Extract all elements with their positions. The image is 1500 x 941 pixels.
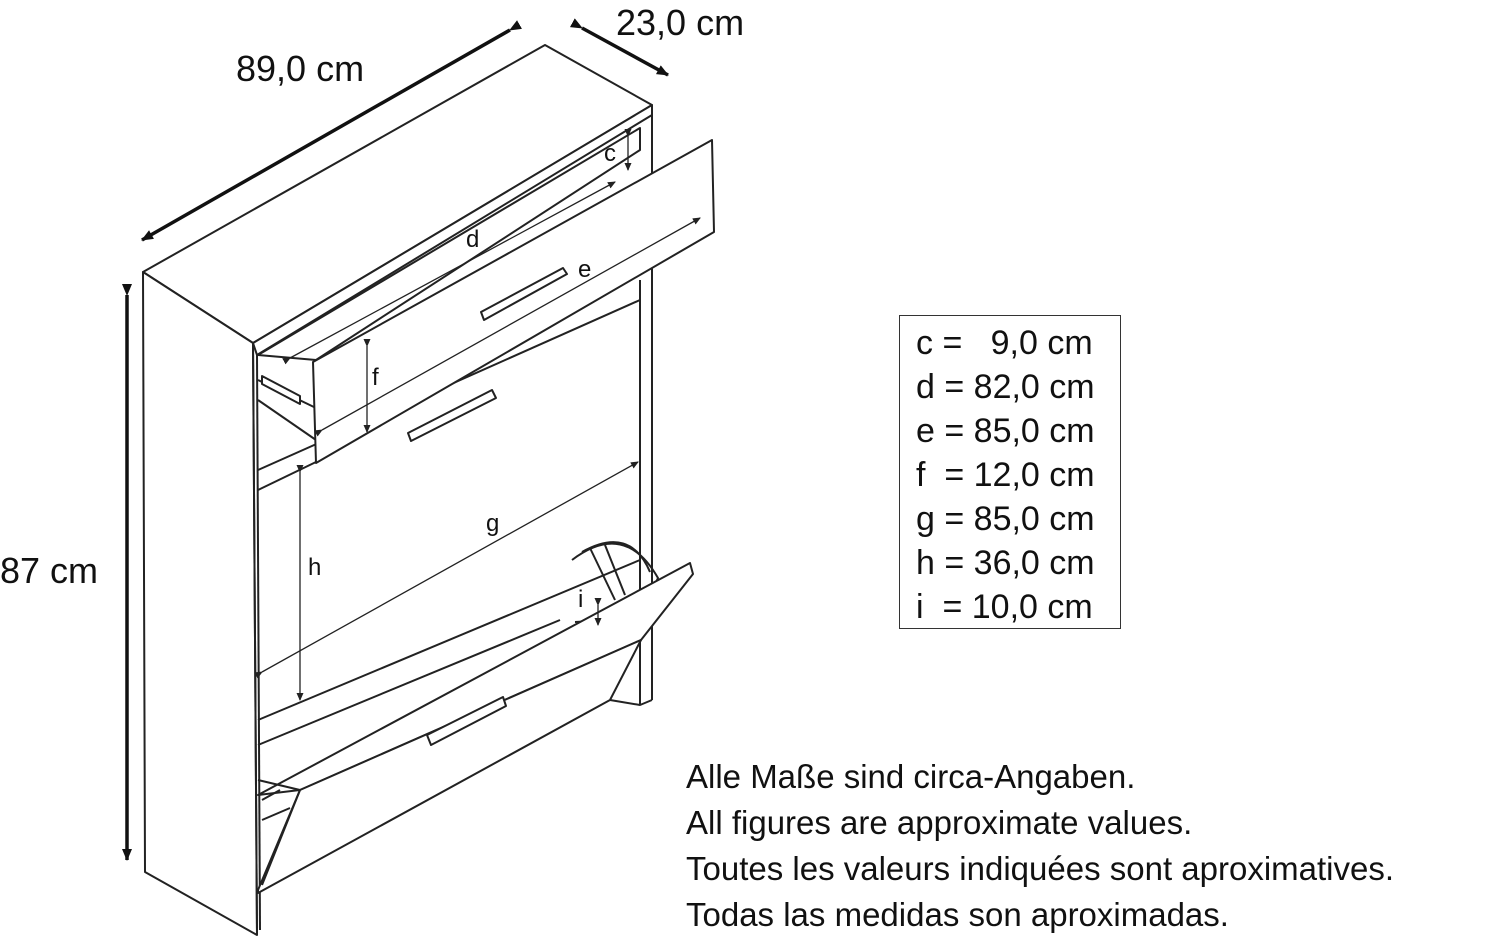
flap-handle-lower: [426, 696, 507, 746]
legend-row-c: c = 9,0 cm: [916, 324, 1093, 362]
measure-g: [254, 461, 639, 679]
letter-e: e: [578, 256, 592, 283]
legend-row-e: e = 85,0 cm: [916, 412, 1095, 450]
note-french: Toutes les valeurs indiquées sont aproxi…: [686, 850, 1395, 887]
cabinet-side-panel: [142, 271, 258, 936]
letter-c: c: [604, 140, 616, 167]
note-english: All figures are approximate values.: [686, 804, 1193, 841]
measure-lines: [254, 129, 701, 701]
note-spanish: Todas las medidas son aproximadas.: [686, 896, 1229, 933]
drawer-runner: [261, 375, 301, 405]
note-german: Alle Maße sind circa-Angaben.: [686, 758, 1136, 795]
letter-i: i: [578, 586, 584, 613]
height-label: 87 cm: [0, 550, 99, 591]
depth-arrow: [569, 18, 669, 77]
letter-h: h: [308, 554, 322, 581]
legend-row-d: d = 82,0 cm: [916, 368, 1095, 406]
legend-row-i: i = 10,0 cm: [916, 588, 1093, 626]
width-arrow: [141, 20, 523, 242]
legend-row-h: h = 36,0 cm: [916, 544, 1095, 582]
width-label: 89,0 cm: [236, 48, 365, 89]
letter-f: f: [372, 364, 379, 391]
measure-e: [314, 217, 701, 437]
legend-row-f: f = 12,0 cm: [916, 456, 1095, 494]
dimension-arrows: [122, 18, 669, 861]
dimension-legend: c = 9,0 cm d = 82,0 cm e = 85,0 cm f = 1…: [899, 315, 1121, 629]
letter-d: d: [466, 226, 480, 253]
legend-row-g: g = 85,0 cm: [916, 500, 1095, 538]
depth-label: 23,0 cm: [616, 2, 745, 43]
approximation-notes: Alle Maße sind circa-Angaben. All figure…: [686, 754, 1394, 938]
letter-g: g: [486, 510, 500, 537]
